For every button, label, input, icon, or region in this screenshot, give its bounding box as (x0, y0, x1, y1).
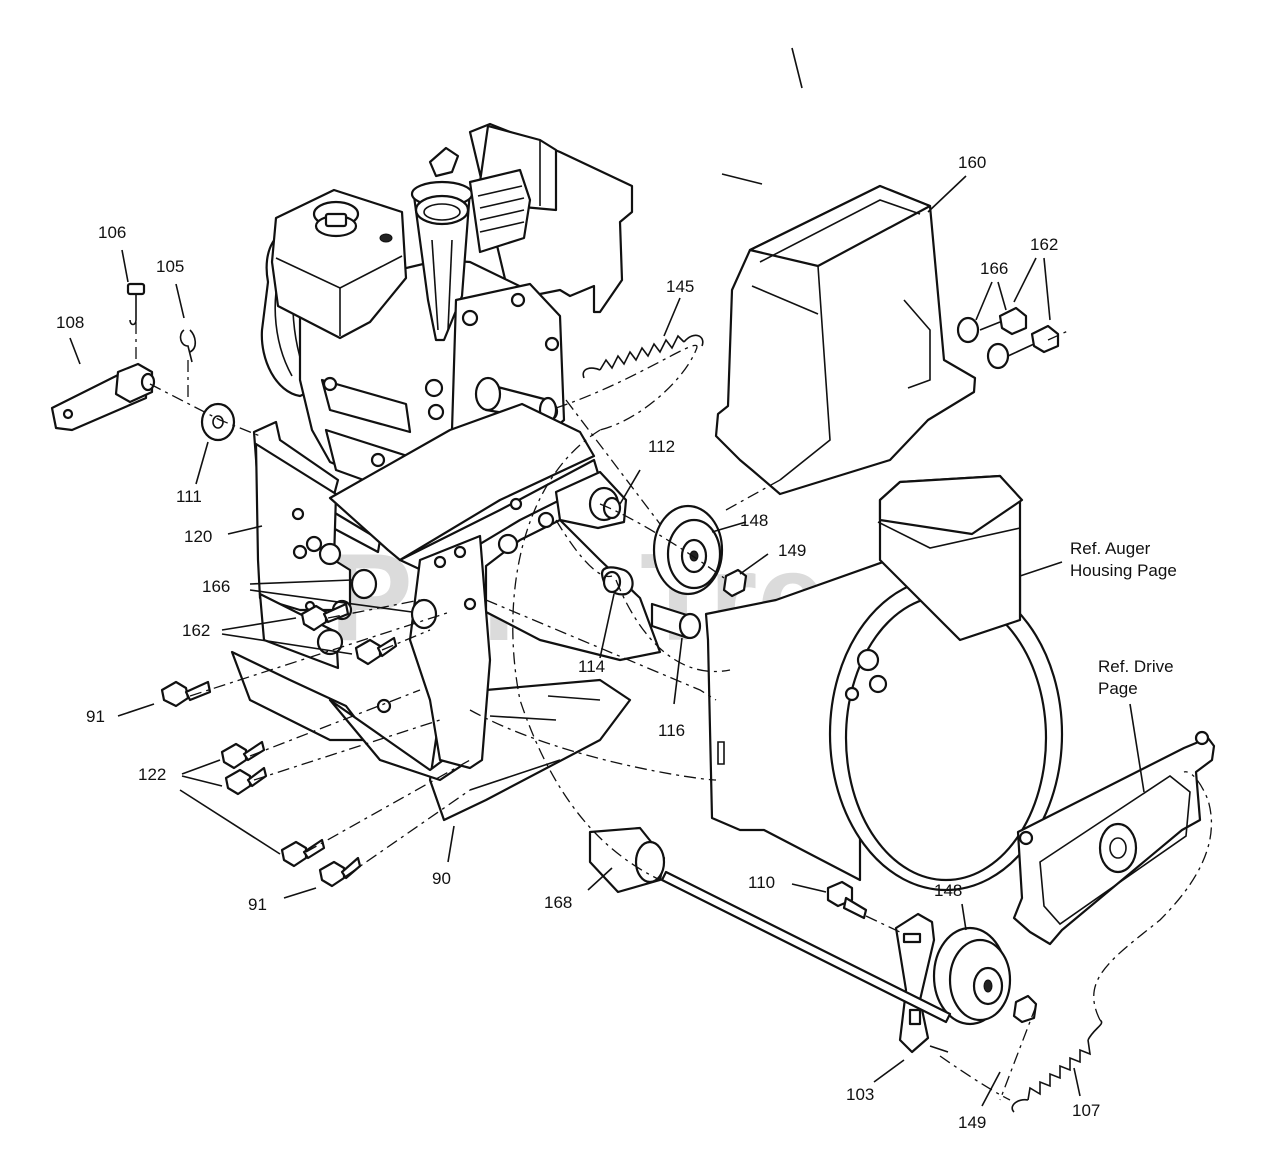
idler-arm-103 (894, 912, 949, 1054)
auger-housing (704, 474, 1064, 892)
bolt-110 (826, 880, 868, 920)
callout-162-left: 162 (182, 621, 210, 640)
frame-120 (230, 402, 662, 822)
callout-149-upper: 149 (778, 541, 806, 560)
callout-103: 103 (846, 1085, 874, 1104)
callout-106: 106 (98, 223, 126, 242)
ref-drive-line2: Page (1098, 679, 1138, 698)
callout-105: 105 (156, 257, 184, 276)
callout-166-right: 166 (980, 259, 1008, 278)
assembly-lines (135, 322, 1213, 1101)
drive-plate-ref (1012, 730, 1216, 946)
callout-145: 145 (666, 277, 694, 296)
spring-107 (1011, 1019, 1103, 1113)
pulley-148-upper (652, 504, 748, 598)
callout-91-lower: 91 (248, 895, 267, 914)
belt-shroud-160 (714, 184, 977, 496)
callout-111: 111 (176, 487, 202, 506)
callout-110: 110 (748, 873, 775, 892)
callout-160: 160 (958, 153, 986, 172)
callout-162-right: 162 (1030, 235, 1058, 254)
spring-145 (582, 334, 704, 379)
ref-drive-line1: Ref. Drive (1098, 657, 1174, 676)
pulley-148-lower (932, 926, 1038, 1026)
callout-148-upper: 148 (740, 511, 768, 530)
callout-120: 120 (184, 527, 212, 546)
stray-marks (721, 47, 803, 185)
ref-auger-line1: Ref. Auger (1070, 539, 1151, 558)
engine (260, 122, 634, 506)
pin-parts-left (50, 282, 236, 442)
shroud-fasteners (956, 306, 1060, 370)
callout-91-upper: 91 (86, 707, 105, 726)
reference-notes: Ref. Auger Housing Page Ref. Drive Page (1070, 539, 1177, 698)
callout-148-lower: 148 (934, 881, 962, 900)
callout-90: 90 (432, 869, 451, 888)
callout-112: 112 (648, 437, 675, 456)
leader-lines (69, 175, 1145, 1107)
callout-107: 107 (1072, 1101, 1100, 1120)
callout-166-left: 166 (202, 577, 230, 596)
callout-labels: 106 105 108 111 120 166 162 91 122 91 90… (56, 153, 1100, 1132)
ref-auger-line2: Housing Page (1070, 561, 1177, 580)
callout-108: 108 (56, 313, 84, 332)
callout-168: 168 (544, 893, 572, 912)
callout-116: 116 (658, 721, 685, 740)
callout-122: 122 (138, 765, 166, 784)
callout-149-lower: 149 (958, 1113, 986, 1132)
callout-114: 114 (578, 657, 605, 676)
